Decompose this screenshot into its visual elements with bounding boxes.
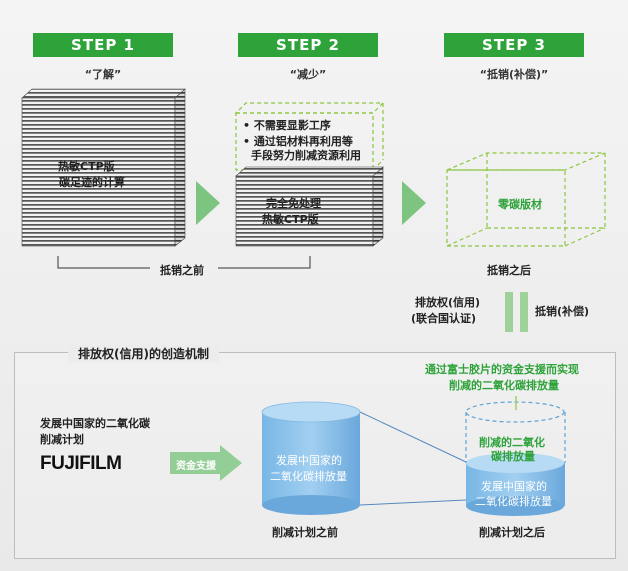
funding-label: 资金支援 [176,461,216,472]
step3-subtitle: “抵销(补偿)” [479,68,549,81]
cyl2-top-line1: 削减的二氧化 [479,436,545,449]
cyl2-caption: 削减计划之后 [479,526,545,539]
cyl1-line1: 发展中国家的 [276,454,342,467]
cyl1-line2: 二氧化碳排放量 [270,470,347,483]
step1-header: STEP 1 [33,33,173,57]
step1-box-line2: 碳足迹的计算 [59,176,125,189]
step2-bullet1: • 不需要显影工序 [243,119,331,132]
emission-rights-line2: (联合国认证) [411,312,477,325]
cyl2-bottom-line2: 二氧化碳排放量 [475,495,552,508]
step2-box-line1: 完全免处理 [266,197,321,210]
cyl1-caption: 削减计划之前 [272,526,338,539]
step2-box-line2: 热敏CTP版 [262,213,319,226]
step2-plate-stack [235,166,384,247]
funding-arrow [170,445,242,481]
step2-subtitle: “减少” [289,68,327,81]
mechanism-title: 排放权(信用)的创造机制 [68,345,219,362]
step3-header: STEP 3 [444,33,584,57]
left-desc-line2: 削减计划 [40,433,84,446]
credit-bar-2 [520,292,528,332]
step2-bullet2-line1: • 通过铝材料再利用等 [243,135,353,148]
before-offset-label: 抵销之前 [160,264,204,277]
step2-bullet2-line2: 手段努力削减资源利用 [251,149,361,162]
fujifilm-logo: FUJIFILM [40,453,122,474]
emission-rights-line1: 排放权(信用) [415,296,481,309]
cylinder-before [261,401,361,515]
note-line1: 通过富士胶片的资金支援而实现 [425,363,579,376]
note-line2: 削减的二氧化碳排放量 [449,379,559,392]
step2-header: STEP 2 [238,33,378,57]
offset-compensation-label: 抵销(补偿) [535,305,590,318]
step1-plate-stack [21,88,186,247]
arrow-step2-to-3 [402,181,426,225]
cylinder-after [465,396,566,516]
arrow-step1-to-2 [196,181,220,225]
cyl2-top-line2: 碳排放量 [491,450,535,463]
credit-bar-1 [505,292,513,332]
after-offset-label: 抵销之后 [487,264,531,277]
mechanism-panel [14,352,616,559]
step1-subtitle: “了解” [84,68,122,81]
step1-box-line1: 热敏CTP版 [58,160,115,173]
before-offset-bracket [57,256,311,269]
step3-box-label: 零碳版材 [498,198,542,211]
left-desc-line1: 发展中国家的二氧化碳 [40,417,150,430]
cyl2-bottom-line1: 发展中国家的 [481,480,547,493]
step3-zero-carbon-cube [446,152,606,247]
